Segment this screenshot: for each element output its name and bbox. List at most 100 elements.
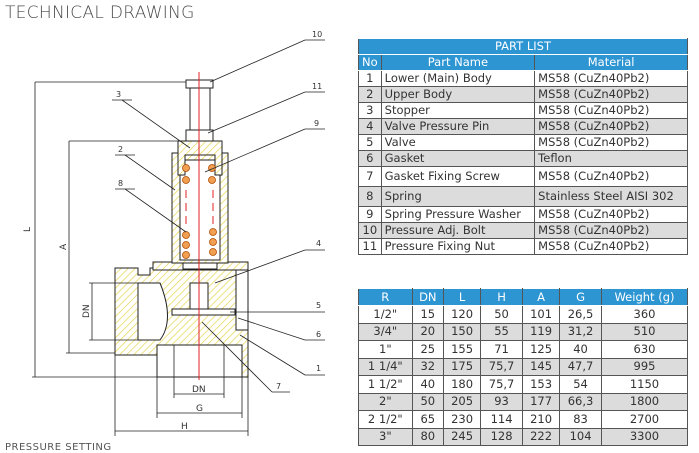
callout-3: 3 [116, 90, 121, 99]
cell-no: 8 [358, 186, 382, 207]
callout-8: 8 [118, 179, 123, 188]
cell-part-name: Pressure Adj. Bolt [380, 222, 536, 239]
table-cell: 47,7 [559, 357, 602, 376]
cell-no: 2 [358, 86, 382, 103]
table-cell: 50 [411, 392, 445, 411]
col-part-name: Part Name [380, 54, 536, 71]
cell-material: MS58 (CuZn40Pb2) [534, 166, 688, 187]
table-cell: 83 [559, 410, 602, 429]
col-header: H [480, 288, 523, 306]
cell-part-name: Gasket Fixing Screw [380, 166, 536, 187]
table-cell: 20 [411, 322, 445, 341]
table-cell: 2700 [600, 410, 689, 429]
cell-no: 7 [358, 166, 382, 187]
cell-material: MS58 (CuZn40Pb2) [534, 134, 688, 151]
col-header: Weight (g) [600, 288, 689, 306]
callout-11: 11 [312, 82, 322, 91]
table-cell: 3300 [600, 427, 689, 446]
cell-material: MS58 (CuZn40Pb2) [534, 222, 688, 239]
dim-label-H: H [181, 422, 188, 432]
table-cell: 1 1/4" [358, 357, 413, 376]
cell-part-name: Spring [380, 186, 536, 207]
table-cell: 153 [521, 375, 561, 394]
table-cell: 1150 [600, 375, 689, 394]
cell-no: 11 [358, 238, 382, 255]
callout-1: 1 [316, 364, 321, 373]
cell-no: 1 [358, 70, 382, 87]
table-cell: 210 [521, 410, 561, 429]
col-header: DN [411, 288, 445, 306]
cell-material: Teflon [534, 150, 688, 167]
table-cell: 145 [521, 357, 561, 376]
table-cell: 995 [600, 357, 689, 376]
table-cell: 155 [442, 340, 482, 359]
table-cell: 25 [411, 340, 445, 359]
table-cell: 128 [480, 427, 523, 446]
callout-7: 7 [276, 382, 281, 391]
table-cell: 101 [521, 305, 561, 324]
cell-part-name: Valve Pressure Pin [380, 118, 536, 135]
col-header: A [521, 288, 561, 306]
table-cell: 1800 [600, 392, 689, 411]
col-header: L [442, 288, 482, 306]
dim-label-L: L [23, 227, 33, 232]
leader-lines [112, 39, 325, 393]
callout-10: 10 [312, 30, 322, 39]
table-cell: 114 [480, 410, 523, 429]
table-cell: 245 [442, 427, 482, 446]
cell-material: MS58 (CuZn40Pb2) [534, 118, 688, 135]
table-cell: 75,7 [480, 357, 523, 376]
callout-4: 4 [316, 239, 321, 248]
table-cell: 3/4" [358, 322, 413, 341]
cell-no: 10 [358, 222, 382, 239]
dim-label-A: A [59, 243, 69, 250]
page-title: TECHNICAL DRAWING [5, 3, 195, 23]
cell-material: Stainless Steel AISI 302 [534, 186, 688, 207]
table-cell: 180 [442, 375, 482, 394]
table-cell: 15 [411, 305, 445, 324]
cell-no: 3 [358, 102, 382, 119]
table-cell: 510 [600, 322, 689, 341]
cell-part-name: Stopper [380, 102, 536, 119]
cell-part-name: Lower (Main) Body [380, 70, 536, 87]
table-cell: 1/2" [358, 305, 413, 324]
cell-part-name: Upper Body [380, 86, 536, 103]
table-cell: 150 [442, 322, 482, 341]
table-cell: 40 [411, 375, 445, 394]
table-cell: 222 [521, 427, 561, 446]
cell-part-name: Spring Pressure Washer [380, 206, 536, 223]
cell-part-name: Pressure Fixing Nut [380, 238, 536, 255]
valve-technical-drawing: L A DN DN G H 10 11 9 3 2 8 4 5 6 1 7 [23, 30, 325, 436]
section-heading-pressure-setting: PRESSURE SETTING [5, 442, 112, 453]
table-cell: 75,7 [480, 375, 523, 394]
table-cell: 119 [521, 322, 561, 341]
table-cell: 125 [521, 340, 561, 359]
table-cell: 80 [411, 427, 445, 446]
table-cell: 26,5 [559, 305, 602, 324]
table-cell: 2 1/2" [358, 410, 413, 429]
table-cell: 71 [480, 340, 523, 359]
cell-part-name: Gasket [380, 150, 536, 167]
table-cell: 32 [411, 357, 445, 376]
cell-no: 4 [358, 118, 382, 135]
cell-material: MS58 (CuZn40Pb2) [534, 238, 688, 255]
col-no: No [358, 54, 382, 71]
table-cell: 65 [411, 410, 445, 429]
dim-label-G: G [196, 404, 203, 414]
table-cell: 1" [358, 340, 413, 359]
table-cell: 40 [559, 340, 602, 359]
table-cell: 2" [358, 392, 413, 411]
